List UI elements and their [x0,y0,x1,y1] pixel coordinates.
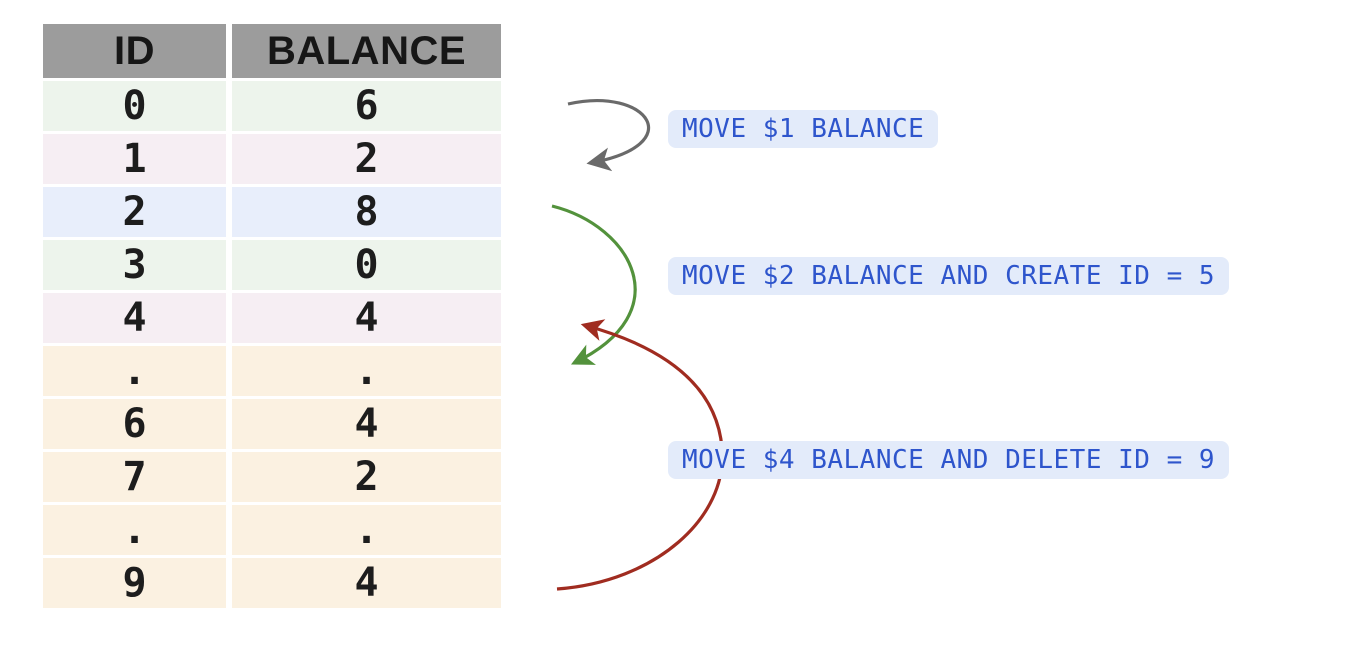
table-row: 6 4 [43,399,501,449]
cell-balance: 8 [232,187,501,237]
cell-id: . [43,346,226,396]
table-row: 7 2 [43,452,501,502]
cell-id: 2 [43,187,226,237]
ledger-table: ID BALANCE 0 6 1 2 2 8 3 0 4 4 . . 6 4 [43,24,501,611]
table-row-ellipsis: . . [43,505,501,555]
operation-label-move-1: MOVE $1 BALANCE [668,110,939,148]
operation-label-move-4-delete: MOVE $4 BALANCE AND DELETE ID = 9 [668,441,1230,479]
move-2-create-arrow [551,204,637,365]
table-row: 3 0 [43,240,501,290]
cell-id: 6 [43,399,226,449]
cell-balance: 6 [232,81,501,131]
table-row: 1 2 [43,134,501,184]
table-row-ellipsis: . . [43,346,501,396]
table-row: 0 6 [43,81,501,131]
cell-balance: 2 [232,452,501,502]
cell-balance: 4 [232,558,501,608]
cell-id: 4 [43,293,226,343]
cell-id: . [43,505,226,555]
move-1-arrow [567,99,651,172]
table-row: 9 4 [43,558,501,608]
cell-balance: 0 [232,240,501,290]
column-header-balance: BALANCE [232,24,501,78]
table-row: 4 4 [43,293,501,343]
column-header-id: ID [43,24,226,78]
cell-id: 1 [43,134,226,184]
table-row: 2 8 [43,187,501,237]
cell-balance: . [232,346,501,396]
cell-id: 9 [43,558,226,608]
cell-balance: 4 [232,293,501,343]
cell-id: 3 [43,240,226,290]
cell-balance: 4 [232,399,501,449]
cell-id: 7 [43,452,226,502]
table-header-row: ID BALANCE [43,24,501,78]
cell-balance: 2 [232,134,501,184]
cell-id: 0 [43,81,226,131]
cell-balance: . [232,505,501,555]
operation-label-move-2-create: MOVE $2 BALANCE AND CREATE ID = 5 [668,257,1230,295]
